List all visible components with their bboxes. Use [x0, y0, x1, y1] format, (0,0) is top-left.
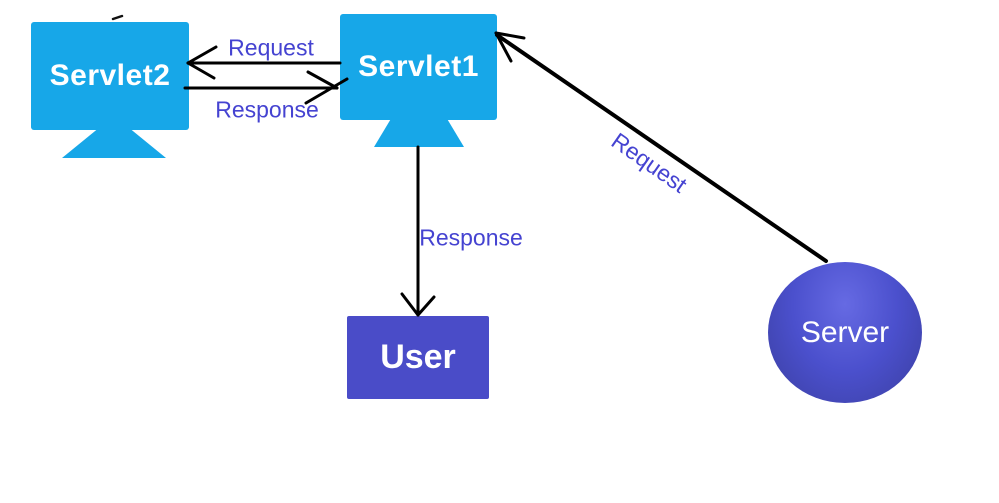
node-servlet1-label: Servlet1 — [358, 50, 479, 83]
node-servlet2: Servlet2 — [31, 22, 189, 130]
arrow-response-servlet2-to-servlet1 — [183, 70, 349, 105]
stray-mark — [111, 14, 124, 21]
edge-label-response-vertical: Response — [419, 224, 523, 251]
node-servlet2-label: Servlet2 — [49, 59, 171, 92]
node-server-label: Server — [800, 315, 890, 349]
node-servlet1: Servlet1 — [340, 14, 497, 120]
arrow-response-servlet1-to-user — [400, 145, 436, 317]
arrow-request-server-to-servlet1 — [494, 31, 828, 263]
edge-label-response-horizontal: Response — [215, 96, 319, 123]
arrow-request-servlet1-to-servlet2 — [186, 45, 342, 80]
node-user: User — [347, 316, 489, 399]
edge-label-request-horizontal: Request — [228, 34, 314, 61]
node-user-label: User — [380, 338, 456, 376]
node-servlet1-stand — [374, 120, 464, 147]
node-server: Server — [768, 262, 922, 403]
